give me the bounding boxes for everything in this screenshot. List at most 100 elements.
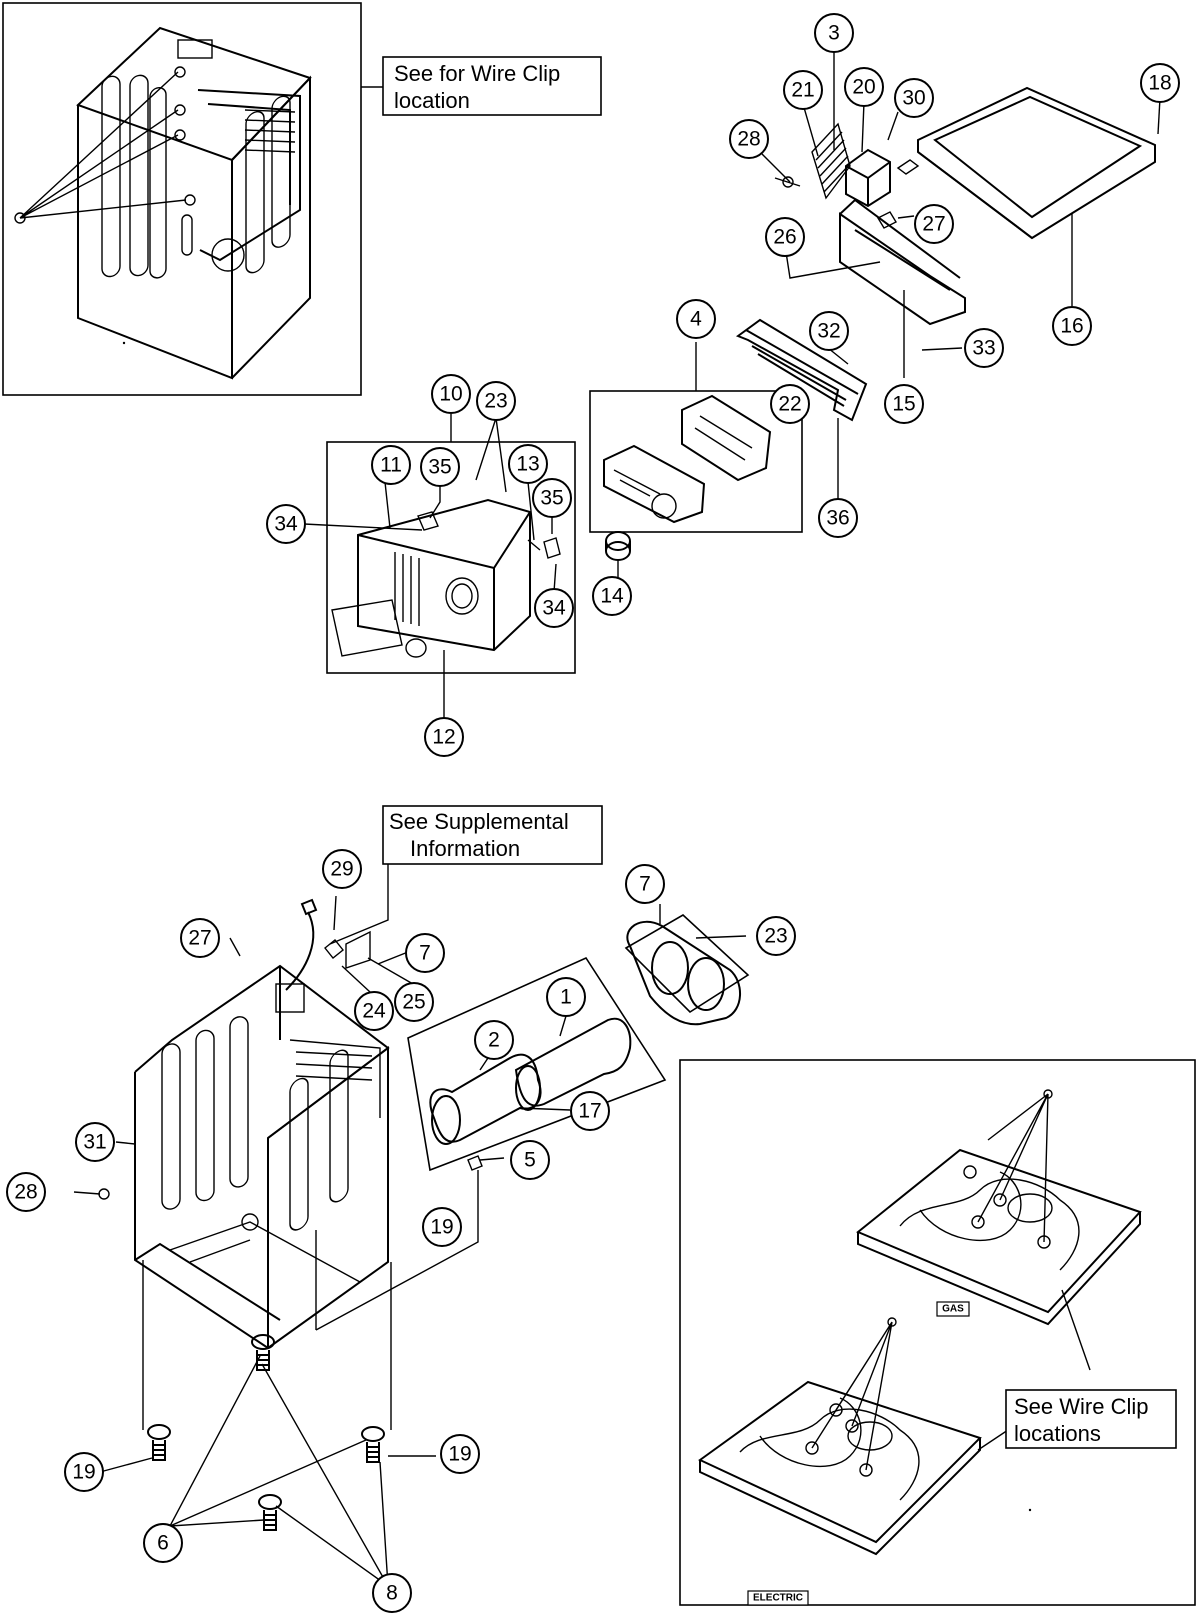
svg-text:18: 18 xyxy=(1148,72,1171,95)
callout-20: 20 xyxy=(844,67,884,107)
callout-22: 22 xyxy=(770,384,810,424)
svg-text:See Supplemental: See Supplemental xyxy=(389,809,569,834)
callout-12: 12 xyxy=(424,717,464,757)
svg-text:24: 24 xyxy=(362,1000,386,1023)
svg-text:location: location xyxy=(394,88,470,113)
callouts: 3 21 20 30 18 28 27 26 16 4 32 33 22 15 … xyxy=(6,13,1180,1613)
drum-box xyxy=(407,956,667,1172)
leader-lines xyxy=(73,52,1161,1587)
small-clip-parts xyxy=(774,159,920,229)
svg-text:GAS: GAS xyxy=(942,1304,964,1315)
callout-19-mid: 19 xyxy=(422,1207,462,1247)
svg-text:3: 3 xyxy=(828,22,840,45)
callout-19-right: 19 xyxy=(440,1434,480,1474)
control-panel-box xyxy=(326,441,576,674)
supplemental-bracket-leads xyxy=(329,864,389,945)
svg-text:14: 14 xyxy=(600,585,624,608)
svg-text:27: 27 xyxy=(188,927,211,950)
svg-text:19: 19 xyxy=(430,1216,453,1239)
svg-text:19: 19 xyxy=(448,1443,471,1466)
svg-text:34: 34 xyxy=(542,597,566,620)
svg-text:23: 23 xyxy=(484,390,507,413)
svg-text:30: 30 xyxy=(902,87,925,110)
svg-text:4: 4 xyxy=(690,308,702,331)
svg-text:35: 35 xyxy=(540,487,563,510)
svg-text:35: 35 xyxy=(428,456,451,479)
svg-text:23: 23 xyxy=(764,925,787,948)
cabinet xyxy=(134,964,390,1349)
callout-31: 31 xyxy=(75,1122,115,1162)
svg-text:locations: locations xyxy=(1014,1421,1101,1446)
note-wire-clip-location: See for Wire Clip location xyxy=(382,56,602,116)
svg-text:28: 28 xyxy=(737,128,760,151)
callout-27-cabinet: 27 xyxy=(180,918,220,958)
svg-text:22: 22 xyxy=(778,393,801,416)
lint-filter-housing xyxy=(811,122,851,200)
svg-text:32: 32 xyxy=(817,320,840,343)
tag-gas: GAS xyxy=(936,1301,970,1317)
cabinet-details xyxy=(161,983,381,1283)
callout-16: 16 xyxy=(1052,306,1092,346)
callout-26: 26 xyxy=(765,217,805,257)
callout-23-bulkhead: 23 xyxy=(756,916,796,956)
callout-5: 5 xyxy=(510,1140,550,1180)
svg-text:5: 5 xyxy=(524,1149,536,1172)
inset-cabinet-wire-clip xyxy=(2,2,362,396)
svg-text:ELECTRIC: ELECTRIC xyxy=(753,1593,803,1604)
svg-text:11: 11 xyxy=(380,454,402,477)
svg-text:15: 15 xyxy=(892,393,915,416)
svg-text:19: 19 xyxy=(72,1461,95,1484)
note-supplemental-information: See Supplemental Information xyxy=(382,805,603,865)
callout-32: 32 xyxy=(809,311,849,351)
callout-29: 29 xyxy=(322,849,362,889)
svg-text:17: 17 xyxy=(578,1100,601,1123)
svg-text:36: 36 xyxy=(826,507,849,530)
callout-23-top: 23 xyxy=(476,381,516,421)
top-panel xyxy=(917,86,1156,240)
callout-34-left: 34 xyxy=(266,504,306,544)
callout-11: 11 xyxy=(371,445,411,485)
svg-text:7: 7 xyxy=(639,873,651,896)
callout-6: 6 xyxy=(143,1523,183,1563)
callout-13: 13 xyxy=(508,444,548,484)
callout-17: 17 xyxy=(570,1091,610,1131)
callout-3: 3 xyxy=(814,13,854,53)
callout-35-left: 35 xyxy=(420,447,460,487)
svg-text:25: 25 xyxy=(402,991,425,1014)
svg-text:31: 31 xyxy=(83,1131,106,1154)
callout-21: 21 xyxy=(783,70,823,110)
svg-text:See Wire Clip: See Wire Clip xyxy=(1014,1394,1148,1419)
inset-base-wire-clips xyxy=(679,1059,1196,1606)
svg-text:Information: Information xyxy=(410,836,520,861)
svg-text:21: 21 xyxy=(791,79,814,102)
svg-text:12: 12 xyxy=(432,726,455,749)
svg-text:27: 27 xyxy=(922,213,945,236)
power-cord-29 xyxy=(285,898,318,991)
callout-30: 30 xyxy=(894,78,934,118)
svg-text:33: 33 xyxy=(972,337,995,360)
callout-14: 14 xyxy=(592,576,632,616)
callout-8: 8 xyxy=(372,1573,412,1613)
callout-7-supplemental: 7 xyxy=(405,933,445,973)
svg-text:10: 10 xyxy=(439,383,462,406)
svg-text:34: 34 xyxy=(274,513,298,536)
callout-18: 18 xyxy=(1140,63,1180,103)
svg-text:13: 13 xyxy=(516,453,539,476)
drum-bracket-5 xyxy=(467,1155,483,1171)
pcb-assembly-box xyxy=(589,390,803,533)
callout-36: 36 xyxy=(818,498,858,538)
tag-electric: ELECTRIC xyxy=(747,1590,809,1606)
svg-text:8: 8 xyxy=(386,1582,398,1605)
svg-text:28: 28 xyxy=(14,1181,37,1204)
callout-25: 25 xyxy=(394,982,434,1022)
console-cover-32 xyxy=(735,318,868,422)
callout-28-top: 28 xyxy=(729,119,769,159)
leader-19-mid xyxy=(315,1170,479,1331)
callout-35-right: 35 xyxy=(532,478,572,518)
svg-text:26: 26 xyxy=(773,226,796,249)
callout-1: 1 xyxy=(546,977,586,1017)
door-switch xyxy=(845,148,891,208)
callout-33: 33 xyxy=(964,328,1004,368)
control-knob-14 xyxy=(605,531,631,561)
